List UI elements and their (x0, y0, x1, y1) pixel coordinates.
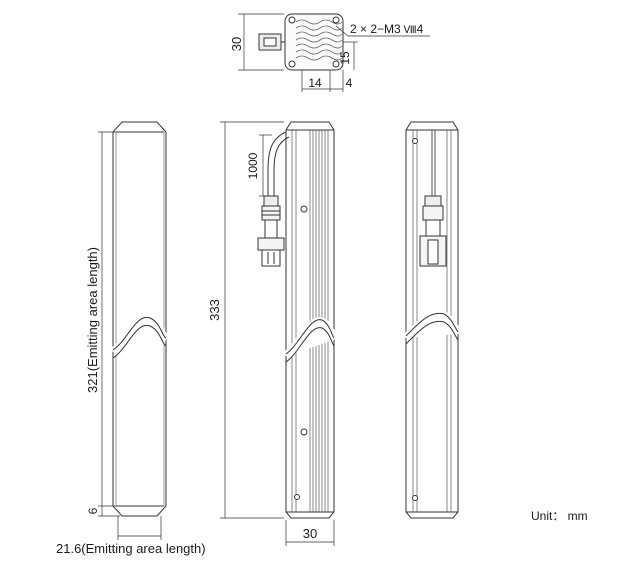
screw-icon (294, 494, 300, 500)
screw-icon (300, 205, 308, 213)
width-label: 30 (303, 526, 317, 541)
screw-icon (412, 138, 418, 144)
top-offset-label: 15 (338, 51, 352, 65)
unit-label: Unit： mm (531, 509, 588, 523)
screw-icon (412, 495, 418, 501)
front-emitting-view (110, 121, 169, 517)
mount-hole (288, 60, 296, 68)
end-margin-label: 6 (86, 507, 100, 514)
back-view (402, 121, 462, 519)
emitting-length-label: 321(Emitting area length) (85, 247, 100, 393)
side-view (257, 121, 338, 519)
cable (267, 131, 287, 196)
screw-icon (300, 428, 308, 436)
cable-connector (257, 195, 285, 267)
top-height-label: 30 (229, 37, 244, 51)
top-bottom-4-label: 4 (346, 76, 353, 90)
mount-hole (332, 60, 340, 68)
thread-callout-label: 2 × 2−M3 Ⅷ4 (350, 22, 424, 36)
top-view-dimension-lines (238, 13, 430, 92)
emitting-width-label: 21.6(Emitting area length) (56, 541, 206, 556)
back-connector (419, 195, 447, 267)
cable-length-label: 1000 (246, 152, 260, 179)
heatsink-fins (295, 19, 343, 61)
total-length-label: 333 (207, 299, 222, 321)
top-end-view (258, 13, 344, 71)
side-view-dimension-lines (220, 121, 335, 546)
mount-hole (332, 16, 340, 24)
front-view-dimension-lines (98, 131, 162, 540)
mount-hole (288, 16, 296, 24)
top-bottom-14-label: 14 (308, 76, 322, 90)
